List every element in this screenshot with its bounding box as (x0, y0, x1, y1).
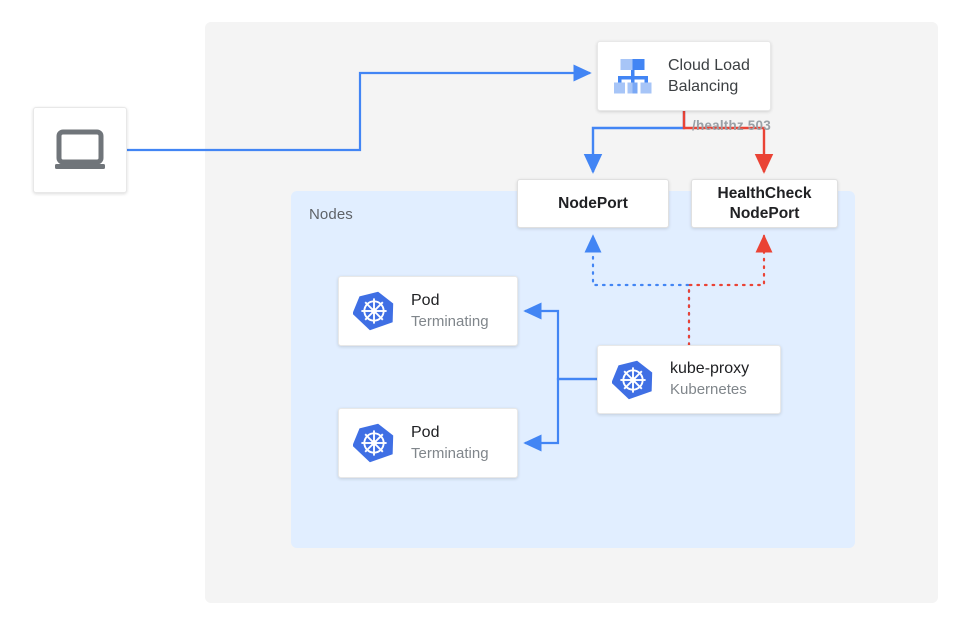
cloud-load-balancing-label: Cloud Load Balancing (668, 56, 750, 95)
kube-proxy-title: kube-proxy (670, 360, 750, 378)
pod-status: Terminating (411, 444, 489, 462)
healthcheck-nodeport-box[interactable]: HealthCheck NodePort (691, 179, 838, 228)
pod-title: Pod (411, 291, 440, 309)
kubernetes-icon (353, 422, 395, 464)
pod-status: Terminating (411, 312, 489, 330)
client-device-card[interactable] (33, 107, 127, 193)
cloud-load-balancing-icon (610, 55, 656, 97)
nodeport-box[interactable]: NodePort (517, 179, 669, 228)
nodes-panel-label: Nodes (309, 206, 353, 223)
kubernetes-icon (612, 359, 654, 401)
pod-title: Pod (411, 423, 440, 441)
cloud-load-balancing-card[interactable]: Cloud Load Balancing (597, 41, 771, 111)
kubernetes-icon (353, 290, 395, 332)
healthz-edge-label: /healthz 503 (692, 118, 771, 133)
laptop-icon (52, 128, 108, 172)
kube-proxy-card[interactable]: kube-proxy Kubernetes (597, 345, 781, 414)
kube-proxy-subtitle: Kubernetes (670, 381, 747, 399)
pod-card-2[interactable]: Pod Terminating (338, 408, 518, 478)
pod-card-1[interactable]: Pod Terminating (338, 276, 518, 346)
